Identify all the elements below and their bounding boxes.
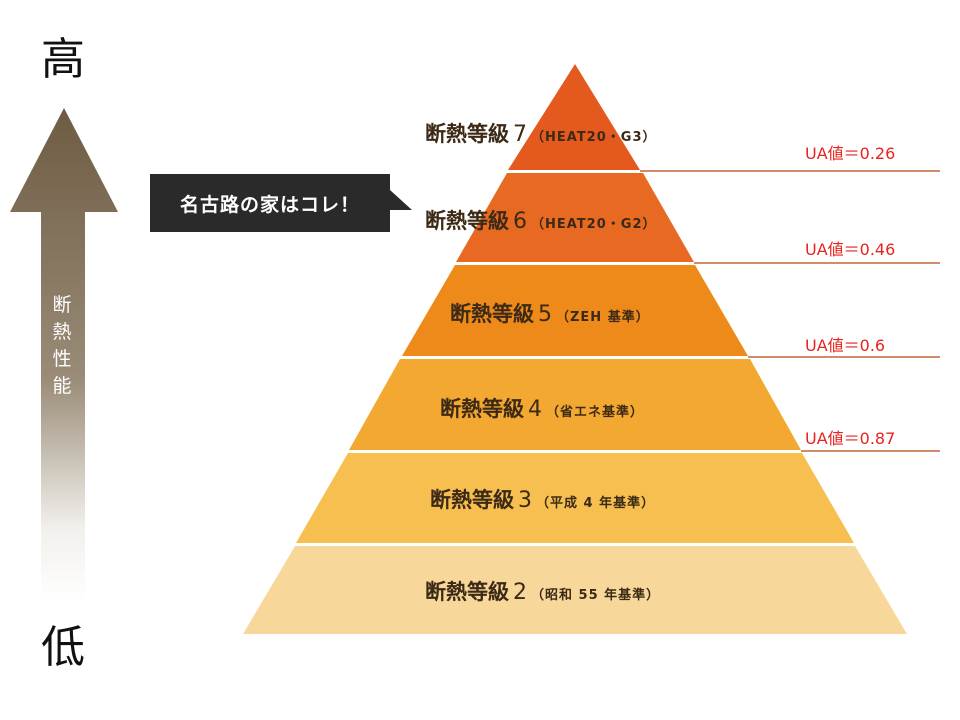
callout-pointer [390,190,412,210]
pyramid-tier-level-2 [243,546,907,634]
axis-label-char: 熱 [52,321,72,343]
ua-value-1: UA値＝0.26 [805,144,896,163]
performance-arrow [10,108,118,602]
level-number: 5 [538,302,552,327]
level-number: 7 [513,122,527,147]
level-number: 2 [513,580,527,605]
callout-box: 名古路の家はコレ！ [150,174,390,232]
pyramid-tier-level-3 [296,453,854,543]
level-name: 断熱等級 [425,580,509,604]
axis-high-label: 高 [41,34,85,85]
pyramid-tier-level-5 [402,265,748,356]
axis-low-label: 低 [41,622,85,673]
level-number: 3 [518,488,532,513]
ua-value-4: UA値＝0.87 [805,429,896,448]
axis-label-char: 性 [52,348,72,370]
level-note: （平成 4 年基準） [536,496,656,511]
level-name: 断熱等級 [440,397,524,421]
level-number: 4 [528,397,542,422]
pyramid-tier-level-4 [349,359,801,450]
level-note: （ZEH 基準） [556,310,650,325]
level-name: 断熱等級 [425,209,509,233]
ua-value-2: UA値＝0.46 [805,240,896,259]
level-note: （HEAT20・G2） [531,217,657,232]
ua-value-3: UA値＝0.6 [805,336,886,355]
axis-performance-label: 断熱性能 [44,292,80,400]
axis-label-char: 断 [52,294,72,316]
level-note: （HEAT20・G3） [531,130,657,145]
level-number: 6 [513,209,527,234]
pyramid-tier-level-6 [456,173,694,262]
axis-label-char: 能 [52,375,72,397]
level-name: 断熱等級 [425,122,509,146]
level-note: （昭和 55 年基準） [531,588,661,603]
level-note: （省エネ基準） [546,405,645,420]
level-name: 断熱等級 [430,488,514,512]
pyramid-tier-level-7 [508,64,640,170]
level-name: 断熱等級 [450,302,534,326]
